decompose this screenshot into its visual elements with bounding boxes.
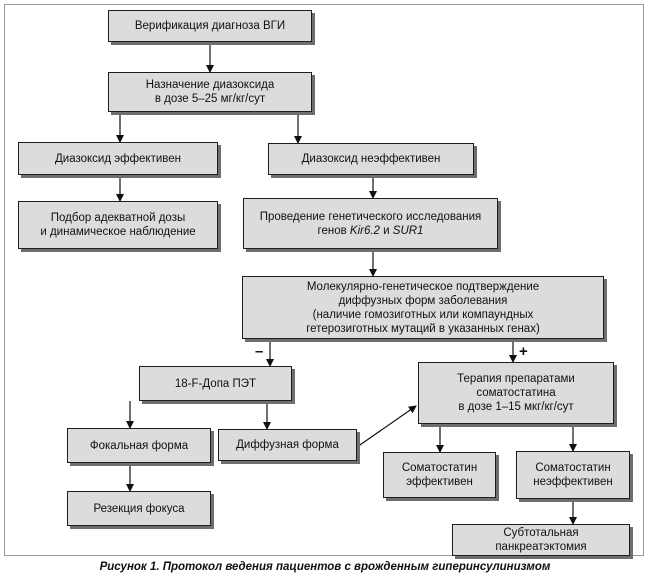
node-diazoxide: Назначение диазоксида в дозе 5–25 мг/кг/… — [108, 72, 312, 112]
gene-kir62: Kir6.2 — [349, 224, 380, 237]
node-somatostatin-effective: Соматостатин эффективен — [383, 452, 496, 498]
node-somatostatin-effective-line-2: эффективен — [406, 476, 473, 488]
node-focal-form: Фокальная форма — [67, 428, 211, 463]
node-diazoxide-effective-text: Диазоксид эффективен — [54, 152, 182, 165]
node-somatostatin-therapy-line-2: соматостатина — [476, 387, 556, 399]
node-subtotal-pancreatectomy: Субтотальная панкреатэктомия — [452, 524, 630, 556]
node-somatostatin-ineffective: Соматостатин неэффективен — [516, 451, 630, 499]
node-focus-resection-text: Резекция фокуса — [93, 502, 185, 515]
node-dose-selection-line-2: и динамическое наблюдение — [40, 226, 196, 238]
node-focus-resection: Резекция фокуса — [67, 491, 211, 526]
node-pet-scan-text: 18-F-Допа ПЭТ — [174, 377, 257, 390]
node-somatostatin-therapy-line-1: Терапия препаратами — [457, 373, 575, 385]
node-somatostatin-therapy-line-3: в дозе 1–15 мкг/кг/сут — [458, 401, 574, 413]
node-genetic-confirmation-line-4: гетерозиготных мутаций в указанных генах… — [306, 322, 540, 335]
node-diazoxide-effective: Диазоксид эффективен — [18, 142, 218, 175]
branch-label-positive: + — [519, 343, 528, 360]
figure-caption: Рисунок 1. Протокол ведения пациентов с … — [99, 561, 551, 573]
node-verification: Верификация диагноза ВГИ — [108, 10, 312, 42]
node-genetic-testing-line-2: генов Kir6.2 и SUR1 — [260, 224, 482, 238]
node-diazoxide-line-2: в дозе 5–25 мг/кг/сут — [154, 93, 266, 105]
figure-frame — [4, 4, 644, 556]
node-diffuse-form-text: Диффузная форма — [236, 439, 339, 451]
node-somatostatin-ineffective-line-2: неэффективен — [533, 476, 613, 488]
node-somatostatin-effective-line-1: Соматостатин — [401, 462, 478, 474]
node-diazoxide-line-1: Назначение диазоксида — [145, 79, 275, 91]
node-diffuse-form: Диффузная форма — [218, 429, 357, 461]
node-diazoxide-ineffective: Диазоксид неэффективен — [268, 143, 474, 175]
node-genetic-confirmation: Молекулярно-генетическое подтверждение д… — [242, 276, 604, 339]
node-genetic-testing-line-1: Проведение генетического исследования — [259, 210, 482, 223]
node-genetic-confirmation-line-3: (наличие гомозиготных или компаундных — [312, 308, 534, 321]
node-dose-selection-line-1: Подбор адекватной дозы — [50, 212, 186, 224]
node-genetic-testing: Проведение генетического исследования ге… — [243, 198, 498, 249]
node-somatostatin-therapy: Терапия препаратами соматостатина в дозе… — [418, 362, 614, 424]
arrow-diffuse-to-somatostatin — [356, 405, 417, 448]
node-somatostatin-ineffective-line-1: Соматостатин — [535, 462, 611, 474]
node-genetic-confirmation-line-1: Молекулярно-генетическое подтверждение — [306, 280, 540, 293]
node-subtotal-pancreatectomy-text: Субтотальная панкреатэктомия — [495, 527, 587, 553]
genes-conjunction: и — [379, 224, 393, 237]
node-focal-form-text: Фокальная форма — [89, 439, 189, 452]
node-genetic-confirmation-line-2: диффузных форм заболевания — [338, 294, 508, 307]
node-diazoxide-ineffective-text: Диазоксид неэффективен — [301, 153, 441, 165]
node-pet-scan: 18-F-Допа ПЭТ — [139, 366, 292, 401]
genes-prefix: генов — [317, 224, 350, 237]
node-dose-selection: Подбор адекватной дозы и динамическое на… — [18, 201, 218, 249]
node-verification-text: Верификация диагноза ВГИ — [134, 20, 286, 32]
gene-sur1: SUR1 — [392, 224, 424, 237]
branch-label-negative: – — [255, 343, 264, 360]
